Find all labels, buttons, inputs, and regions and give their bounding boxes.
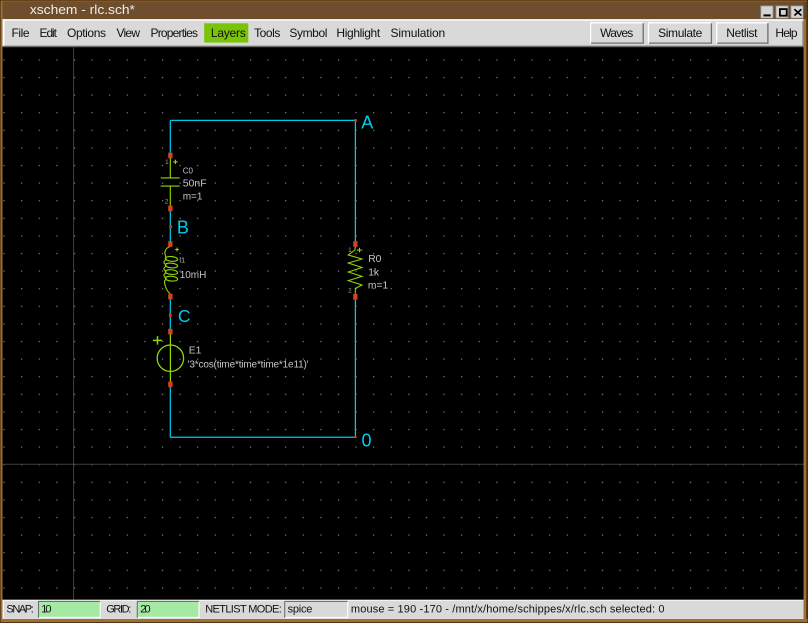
svg-text:Edit: Edit [40, 26, 58, 40]
svg-text:Help: Help [775, 26, 797, 40]
svg-text:View: View [117, 26, 141, 40]
svg-text:mouse = 190 -170 - /mnt/x/home: mouse = 190 -170 - /mnt/x/home/schippes/… [351, 604, 665, 616]
svg-text:10: 10 [41, 604, 51, 616]
svg-text:E1: E1 [189, 346, 202, 357]
svg-text:NETLIST MODE:: NETLIST MODE: [205, 604, 282, 616]
svg-text:m=1: m=1 [183, 192, 203, 203]
svg-text:Simulation: Simulation [391, 26, 446, 40]
svg-text:1: 1 [165, 159, 169, 166]
svg-text:B: B [177, 217, 189, 237]
svg-text:Layers: Layers [211, 26, 246, 40]
svg-text:Simulate: Simulate [658, 26, 703, 40]
svg-text:2: 2 [165, 199, 169, 206]
svg-text:C0: C0 [183, 166, 194, 175]
svg-text:Highlight: Highlight [336, 26, 380, 40]
svg-text:2: 2 [348, 287, 352, 294]
svg-text:'3*cos(time*time*time*1e11)': '3*cos(time*time*time*1e11)' [188, 359, 309, 370]
svg-text:File: File [12, 26, 30, 40]
svg-text:Properties: Properties [151, 26, 199, 40]
svg-text:Options: Options [67, 26, 106, 40]
svg-text:0: 0 [362, 431, 372, 451]
svg-text:m=1: m=1 [368, 281, 389, 292]
svg-text:l1: l1 [179, 258, 185, 265]
svg-text:SNAP:: SNAP: [6, 604, 33, 616]
svg-text:R0: R0 [368, 254, 381, 265]
svg-text:spice: spice [288, 604, 313, 616]
svg-text:GRID:: GRID: [106, 604, 131, 616]
svg-text:C: C [178, 306, 191, 326]
svg-text:xschem - rlc.sch*: xschem - rlc.sch* [30, 2, 135, 17]
svg-text:50nF: 50nF [183, 177, 207, 189]
svg-text:A: A [361, 112, 373, 132]
svg-text:1: 1 [348, 247, 352, 254]
svg-text:Waves: Waves [600, 26, 633, 40]
svg-text:1k: 1k [368, 268, 380, 279]
svg-text:20: 20 [140, 604, 150, 616]
svg-text:10mH: 10mH [180, 270, 207, 281]
svg-text:Tools: Tools [254, 26, 280, 40]
svg-text:Symbol: Symbol [289, 26, 327, 40]
svg-text:Netlist: Netlist [726, 26, 758, 40]
